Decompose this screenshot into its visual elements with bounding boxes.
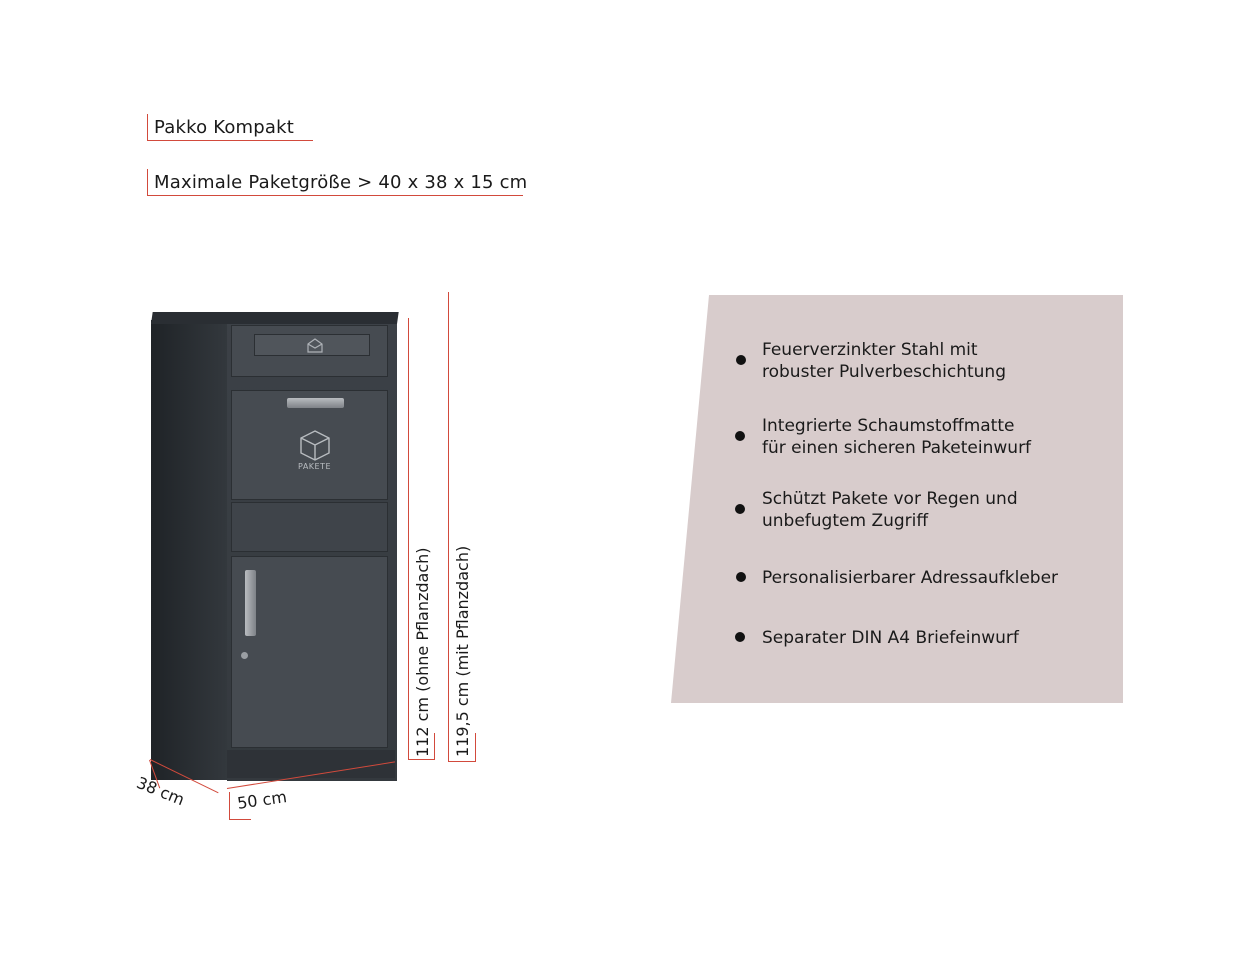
bullet-icon [735, 504, 745, 514]
feature-line: Feuerverzinkter Stahl mit [762, 340, 978, 360]
door-lock [241, 652, 248, 659]
bullet-icon [736, 355, 746, 365]
title-bracket-left [147, 114, 148, 141]
product-title: Pakko Kompakt [154, 117, 295, 138]
height-line-without-roof [408, 318, 409, 760]
envelope-icon [307, 338, 323, 353]
size-bracket-left [147, 169, 148, 196]
middle-plate [231, 502, 388, 552]
height-label-with-roof: 119,5 cm (mit Pflanzdach) [453, 545, 472, 757]
height-tick-without-roof [408, 759, 435, 760]
box-side-panel [151, 320, 227, 780]
feature-line: Separater DIN A4 Briefeinwurf [762, 628, 1019, 648]
width-bracket-left [229, 792, 230, 820]
feature-line: Personalisierbarer Adressaufkleber [762, 568, 1059, 588]
title-bracket-bottom [147, 140, 313, 141]
height-line-with-roof [448, 292, 449, 762]
feature-line: robuster Pulverbeschichtung [762, 362, 1006, 382]
height-tick-with-roof [448, 761, 476, 762]
max-package-size: Maximale Paketgröße > 40 x 38 x 15 cm [154, 172, 528, 193]
feature-line: Schützt Pakete vor Regen und [762, 489, 1018, 509]
feature-panel-background [671, 295, 1123, 703]
lower-door [231, 556, 388, 748]
bullet-icon [736, 572, 746, 582]
letter-slot [254, 334, 370, 356]
door-handle [245, 570, 256, 636]
parcel-drawer [231, 390, 388, 500]
height-bracket-without-roof [434, 733, 435, 760]
feature-line: Integrierte Schaumstoffmatte [762, 416, 1015, 436]
width-bracket-bottom [229, 819, 251, 820]
feature-line: für einen sicheren Paketeinwurf [762, 438, 1032, 458]
bullet-icon [735, 431, 745, 441]
box-base [227, 750, 395, 778]
drawer-handle [287, 398, 344, 408]
package-icon [300, 430, 330, 461]
bullet-icon [735, 632, 745, 642]
width-label: 50 cm [236, 787, 288, 813]
box-top [151, 312, 399, 324]
height-label-without-roof: 112 cm (ohne Pflanzdach) [413, 547, 432, 757]
size-bracket-bottom [147, 195, 523, 196]
feature-line: unbefugtem Zugriff [762, 511, 929, 531]
height-bracket-with-roof [475, 733, 476, 762]
drawer-label: PAKETE [298, 462, 332, 471]
